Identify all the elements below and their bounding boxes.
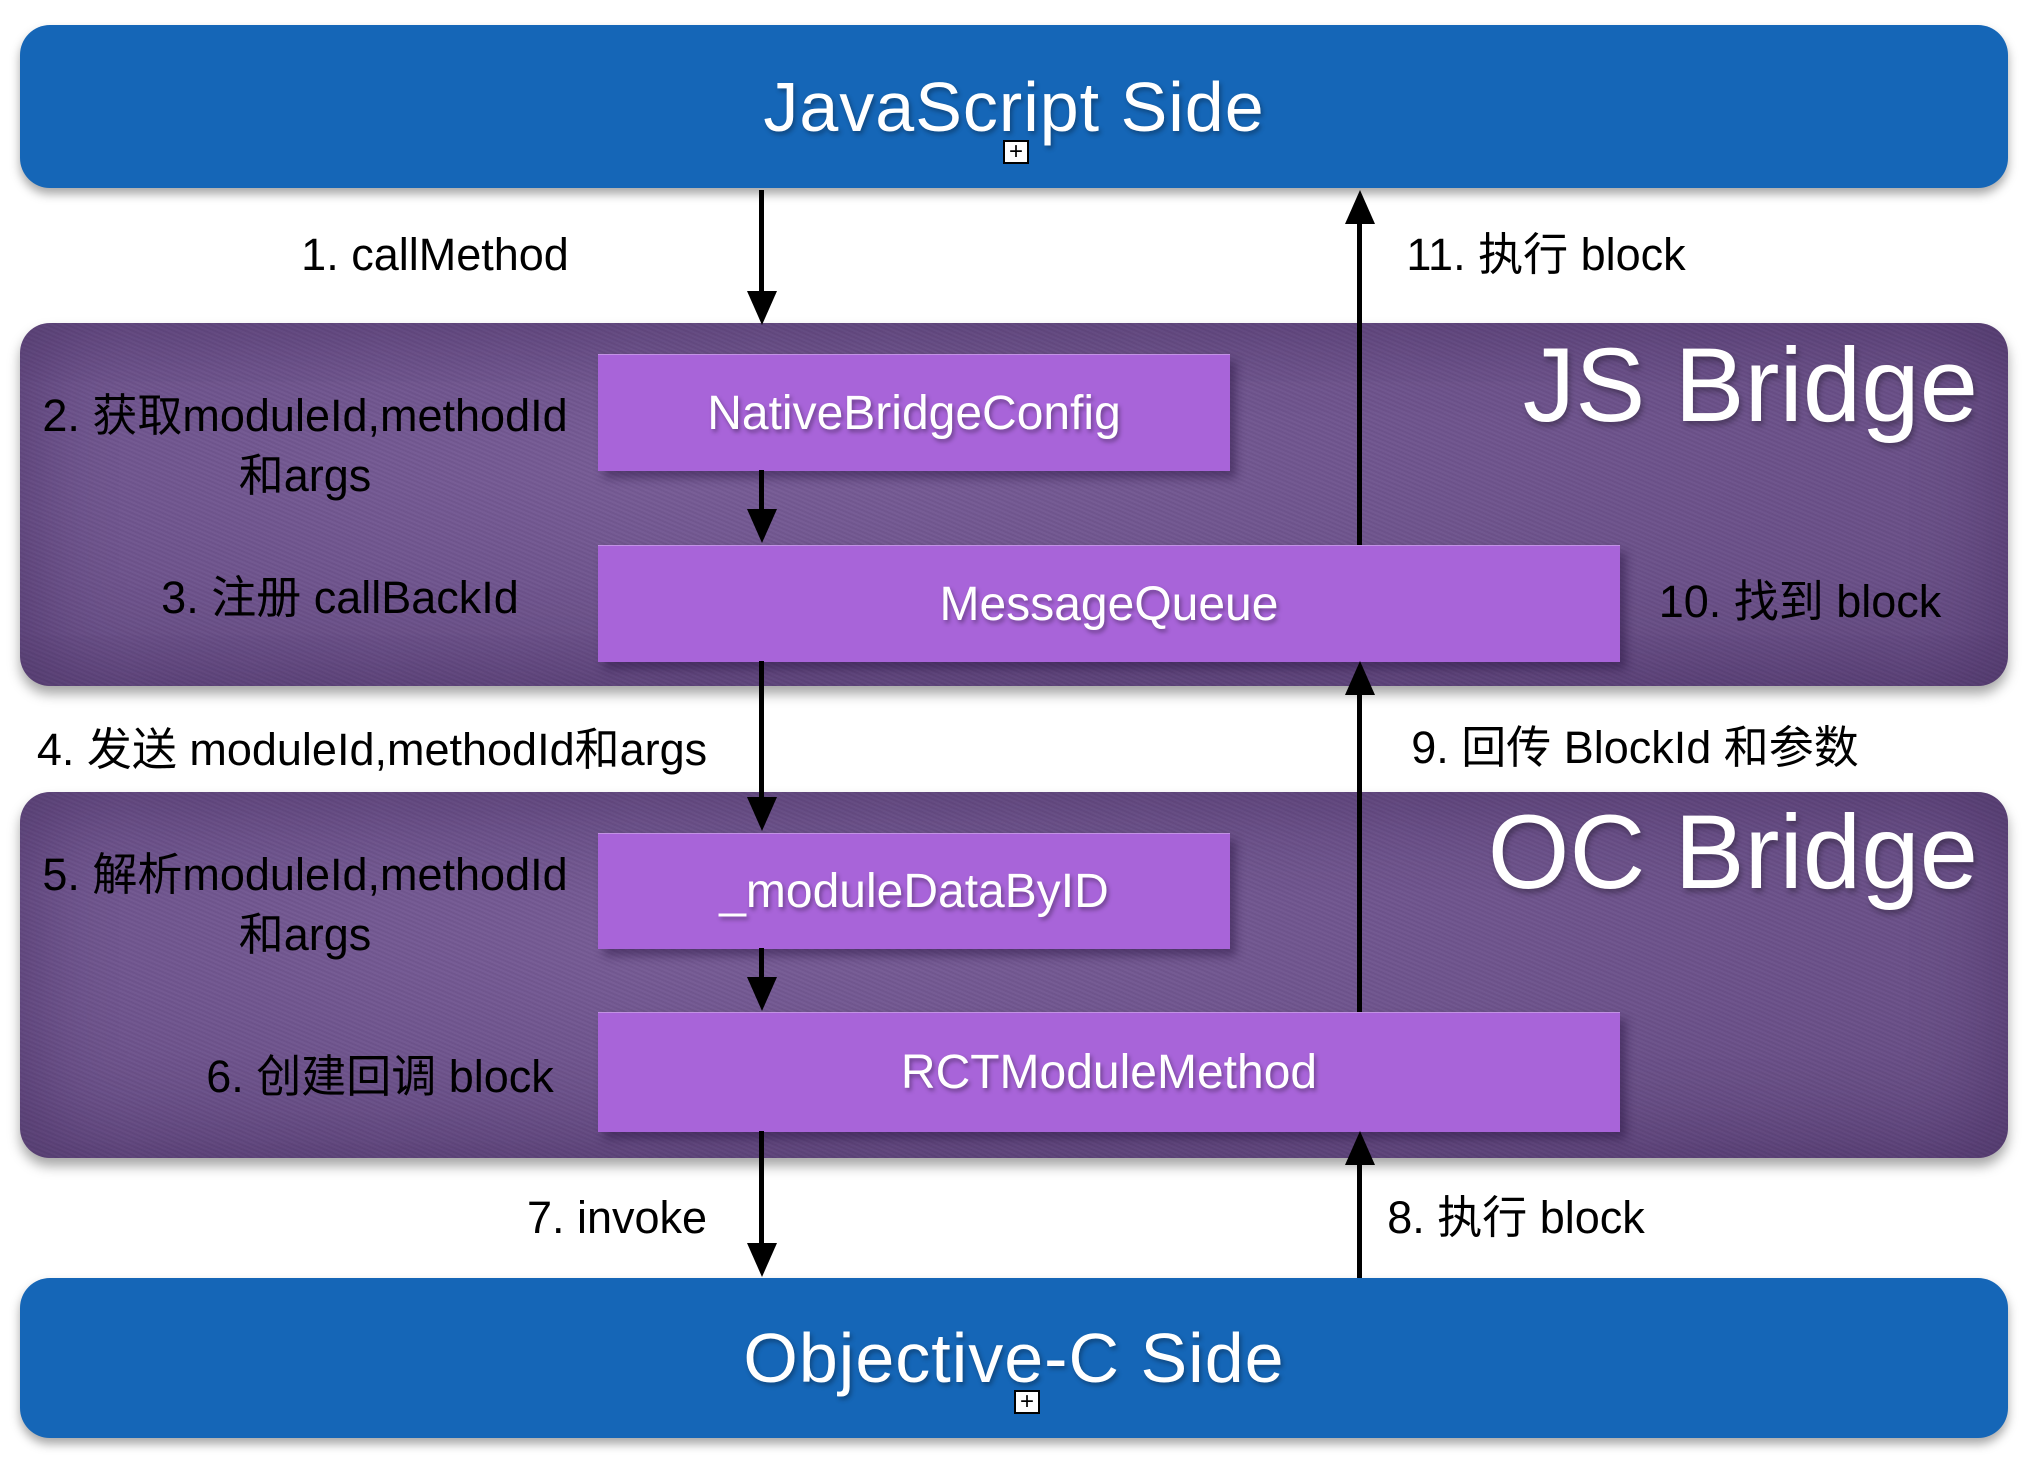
arrow-head [1345, 1131, 1375, 1165]
step-label-8: 8. 执行 block [1387, 1192, 1645, 1243]
step-label-10: 10. 找到 block [1658, 576, 1942, 627]
arrow-head [747, 977, 777, 1011]
message-queue-label: MessageQueue [939, 577, 1279, 631]
oc-bridge-section: OC Bridge _moduleDataByID RCTModuleMetho… [20, 792, 2008, 1158]
js-bridge-title: JS Bridge [1522, 327, 1978, 444]
javascript-side-box: JavaScript Side + [20, 25, 2008, 188]
arrow-head [1345, 661, 1375, 695]
arrow-line [1357, 1163, 1362, 1278]
arrow-line [759, 470, 764, 512]
step-label-6: 6. 创建回调 block [206, 1051, 554, 1102]
objective-c-side-title: Objective-C Side [743, 1319, 1285, 1397]
step-label-7: 7. invoke [526, 1192, 708, 1243]
step-label-2-line2: 和args [238, 450, 372, 501]
step-label-1: 1. callMethod [301, 229, 569, 280]
native-bridge-config-label: NativeBridgeConfig [707, 386, 1121, 440]
rct-module-method-node: RCTModuleMethod [598, 1012, 1620, 1132]
step-label-3: 3. 注册 callBackId [161, 572, 519, 623]
step-label-2: 2. 获取moduleId,methodId 和args [42, 386, 567, 506]
arrow-line [759, 1131, 764, 1243]
javascript-side-title: JavaScript Side [763, 67, 1265, 146]
step-label-4: 4. 发送 moduleId,methodId和args [36, 724, 708, 775]
step-label-2-line1: 2. 获取moduleId,methodId [42, 390, 568, 441]
arrow-line [759, 948, 764, 978]
step-label-5-line1: 5. 解析moduleId,methodId [42, 849, 568, 900]
arrow-line [759, 661, 764, 797]
arrow-line [759, 190, 764, 293]
step-label-5: 5. 解析moduleId,methodId 和args [42, 845, 567, 965]
plus-handle-icon: + [1014, 1390, 1040, 1414]
js-bridge-section: JS Bridge NativeBridgeConfig MessageQueu… [20, 323, 2008, 686]
rct-module-method-label: RCTModuleMethod [900, 1046, 1318, 1099]
objective-c-side-box: Objective-C Side + [20, 1278, 2008, 1438]
step-label-9: 9. 回传 BlockId 和参数 [1411, 722, 1859, 773]
module-data-by-id-label: _moduleDataByID [719, 865, 1109, 918]
arrow-line [1357, 693, 1362, 1012]
arrow-head [1345, 190, 1375, 224]
arrow-line [1357, 222, 1362, 545]
step-label-5-line2: 和args [238, 909, 372, 960]
module-data-by-id-node: _moduleDataByID [598, 833, 1230, 949]
oc-bridge-title: OC Bridge [1487, 794, 1978, 911]
plus-handle-icon: + [1003, 140, 1029, 164]
arrow-head [747, 509, 777, 543]
arrow-head [747, 1243, 777, 1277]
arrow-head [747, 797, 777, 831]
step-label-11: 11. 执行 block [1406, 229, 1686, 280]
native-bridge-config-node: NativeBridgeConfig [598, 354, 1230, 471]
arrow-head [747, 291, 777, 325]
message-queue-node: MessageQueue [598, 545, 1620, 662]
